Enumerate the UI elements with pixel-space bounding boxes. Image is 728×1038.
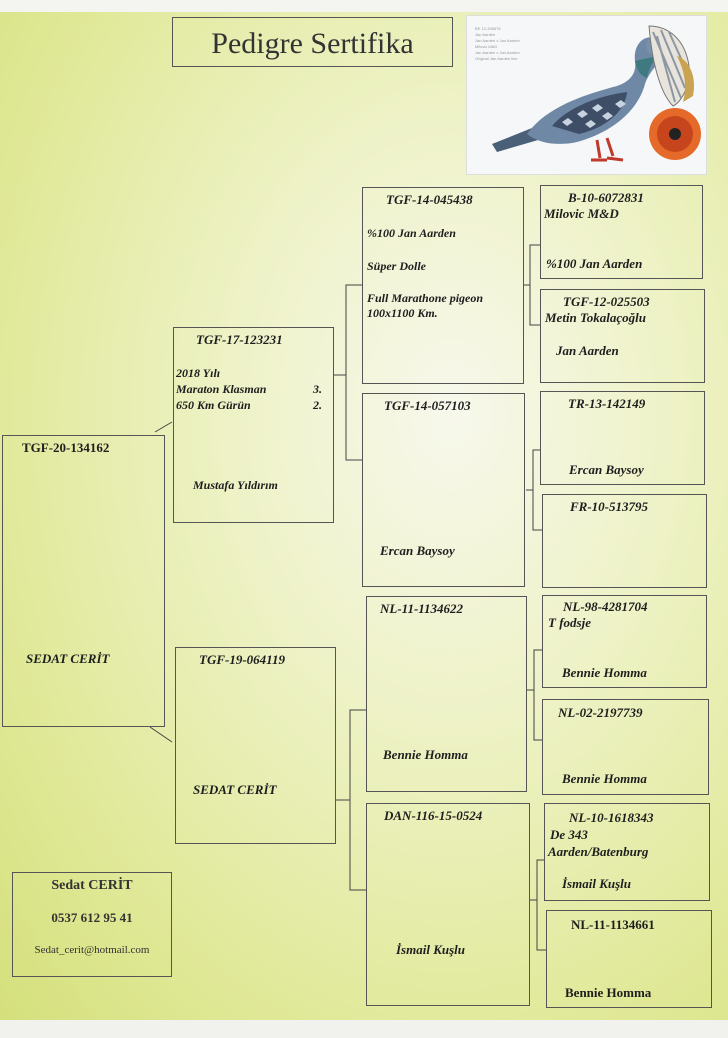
dss-line-2: Bennie Homma — [562, 665, 647, 680]
sd-ring: TGF-14-057103 — [384, 398, 471, 413]
paper-bottom-edge — [0, 1020, 728, 1038]
dam-owner: SEDAT CERİT — [193, 782, 276, 797]
sire-line-2: Maraton Klasman — [176, 382, 266, 397]
ss-box — [362, 187, 524, 384]
subject-ring: TGF-20-134162 — [22, 440, 109, 455]
ss-line-2: Süper Dolle — [367, 259, 426, 274]
sds-ring: TR-13-142149 — [568, 396, 645, 411]
ds-owner: Bennie Homma — [383, 747, 468, 762]
dds-ring: NL-10-1618343 — [569, 810, 654, 825]
sss-line-1: Milovic M&D — [544, 206, 619, 221]
sire-owner: Mustafa Yıldırım — [193, 478, 278, 493]
ss-line-1: %100 Jan Aarden — [367, 226, 456, 241]
dss-ring: NL-98-4281704 — [563, 599, 648, 614]
dds-line-3: İsmail Kuşlu — [562, 876, 631, 891]
ss-line-3: Full Marathone pigeon — [367, 291, 483, 306]
ds-ring: NL-11-1134622 — [380, 601, 463, 616]
subject-box — [2, 435, 165, 727]
sire-box — [173, 327, 334, 523]
ddd-ring: NL-11-1134661 — [571, 917, 655, 932]
dds-line-1: De 343 — [550, 827, 588, 842]
sd-owner: Ercan Baysoy — [380, 543, 455, 558]
ssd-ring: TGF-12-025503 — [563, 294, 650, 309]
contact-email: Sedat_cerit@hotmail.com — [13, 944, 171, 956]
ssd-line-2: Jan Aarden — [556, 343, 619, 358]
contact-name: Sedat CERİT — [13, 878, 171, 894]
dd-owner: İsmail Kuşlu — [396, 942, 465, 957]
dam-ring: TGF-19-064119 — [199, 652, 285, 667]
subject-owner: SEDAT CERİT — [26, 651, 109, 666]
contact-phone: 0537 612 95 41 — [13, 910, 171, 926]
dsd-owner: Bennie Homma — [562, 771, 647, 786]
sds-owner: Ercan Baysoy — [569, 462, 644, 477]
sire-ring: TGF-17-123231 — [196, 332, 283, 347]
ds-box — [366, 596, 527, 792]
dss-line-1: T fodsje — [548, 615, 591, 630]
sss-ring: B-10-6072831 — [568, 190, 644, 205]
sire-line-2-value: 3. — [313, 382, 322, 397]
contact-box: Sedat CERİT 0537 612 95 41 Sedat_cerit@h… — [12, 872, 172, 977]
ss-ring: TGF-14-045438 — [386, 192, 473, 207]
dam-box — [175, 647, 336, 844]
dd-ring: DAN-116-15-0524 — [384, 808, 482, 823]
dds-line-2: Aarden/Batenburg — [548, 844, 648, 859]
ddd-owner: Bennie Homma — [565, 985, 651, 1000]
ss-line-4: 100x1100 Km. — [367, 306, 438, 321]
sire-line-1: 2018 Yılı — [176, 366, 220, 381]
sss-line-2: %100 Jan Aarden — [546, 256, 642, 271]
sire-line-3: 650 Km Gürün — [176, 398, 251, 413]
sire-line-3-value: 2. — [313, 398, 322, 413]
dsd-ring: NL-02-2197739 — [558, 705, 643, 720]
sdd-ring: FR-10-513795 — [570, 499, 648, 514]
dd-box — [366, 803, 530, 1006]
ssd-line-1: Metin Tokalaçoğlu — [545, 310, 646, 325]
